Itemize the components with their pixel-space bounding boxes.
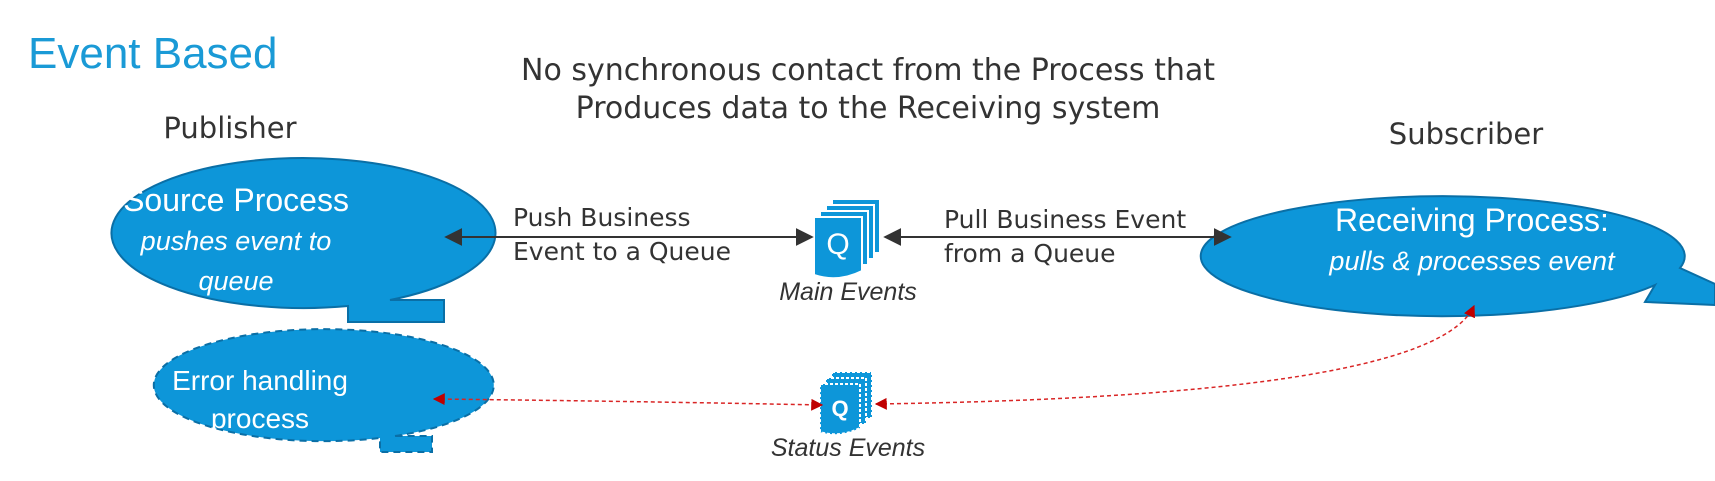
receiving-process-node[interactable]: Receiving Process: pulls & processes eve… [1199, 195, 1715, 318]
main-events-queue[interactable]: Q Main Events [779, 198, 917, 306]
source-process-subtitle-2: queue [198, 266, 273, 296]
pull-label-line-2: from a Queue [944, 239, 1116, 268]
status-queue-label: Status Events [771, 434, 925, 462]
source-process-title: Source Process [123, 182, 349, 218]
pull-label-line-1: Pull Business Event [944, 205, 1186, 234]
page-title: Event Based [28, 29, 278, 78]
push-label-line-2: Event to a Queue [513, 237, 731, 266]
note-line-2: Produces data to the Receiving system [576, 91, 1161, 126]
main-queue-letter: Q [826, 228, 849, 261]
note-line-1: No synchronous contact from the Process … [521, 53, 1215, 88]
queue-icon: Q [819, 371, 873, 436]
status-queue-letter: Q [831, 396, 848, 421]
source-process-subtitle-1: pushes event to [140, 226, 332, 256]
push-label-line-1: Push Business [513, 203, 691, 232]
receiving-status-link [874, 304, 1475, 410]
error-handling-line-1: Error handling [172, 365, 348, 396]
error-handling-line-2: process [211, 403, 309, 434]
source-process-node[interactable]: Source Process pushes event to queue [110, 157, 497, 323]
error-status-link [432, 393, 824, 411]
error-handling-node[interactable]: Error handling process [152, 328, 495, 453]
queue-icon: Q [813, 198, 881, 280]
receiving-process-title: Receiving Process: [1335, 202, 1609, 238]
publisher-role-label: Publisher [163, 111, 296, 145]
status-events-queue[interactable]: Q Status Events [771, 371, 925, 462]
main-queue-label: Main Events [779, 278, 917, 306]
subscriber-role-label: Subscriber [1389, 117, 1543, 151]
receiving-process-subtitle: pulls & processes event [1328, 246, 1616, 276]
